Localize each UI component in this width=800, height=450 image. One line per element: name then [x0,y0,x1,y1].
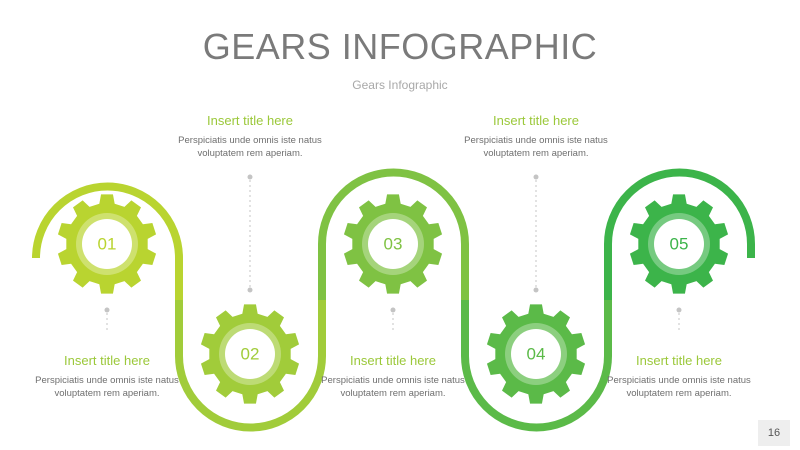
connector-dot-4b [533,287,539,293]
step-5-block: Insert title here Perspiciatis unde omni… [604,353,754,400]
slide-title: GEARS INFOGRAPHIC [202,26,598,67]
wave-segment-3 [318,168,469,300]
step-5-text: Perspiciatis unde omnis iste natus volup… [607,375,751,399]
step-3-title: Insert title here [350,353,436,368]
step-4-block: Insert title here Perspiciatis unde omni… [461,113,611,160]
step-2-text: Perspiciatis unde omnis iste natus volup… [178,135,322,159]
wave-segment-1 [32,182,183,300]
step-4-title: Insert title here [493,113,579,128]
gear-number-01: 01 [98,235,117,254]
step-1-text: Perspiciatis unde omnis iste natus volup… [35,375,179,399]
gear-icon: 05 [629,194,729,294]
connector-dot-5 [676,307,682,313]
wave-segment-2 [175,300,326,432]
gear-icon: 03 [343,194,443,294]
connector-dot-4a [533,174,539,180]
step-3-block: Insert title here Perspiciatis unde omni… [318,353,468,400]
step-4-text: Perspiciatis unde omnis iste natus volup… [464,135,608,159]
wave-segment-4 [461,300,612,432]
gear-number-04: 04 [527,345,546,364]
step-3-text: Perspiciatis unde omnis iste natus volup… [321,375,465,399]
step-5-title: Insert title here [636,353,722,368]
gear-icon: 01 [57,194,157,294]
wave-segment-5 [604,168,755,300]
step-2-title: Insert title here [207,113,293,128]
connector-dot-2a [247,174,253,180]
connector-dot-3 [390,307,396,313]
connector-dot-2b [247,287,253,293]
connector-dot-1 [104,307,110,313]
gear-number-02: 02 [241,345,260,364]
gear-number-05: 05 [670,235,689,254]
step-2-block: Insert title here Perspiciatis unde omni… [175,113,325,160]
slide-subtitle: Gears Infographic [352,78,448,92]
gear-icon: 04 [486,304,586,404]
page-number: 16 [758,420,790,446]
gear-number-03: 03 [384,235,403,254]
step-1-title: Insert title here [64,353,150,368]
step-1-block: Insert title here Perspiciatis unde omni… [32,353,182,400]
gear-icon: 02 [200,304,300,404]
